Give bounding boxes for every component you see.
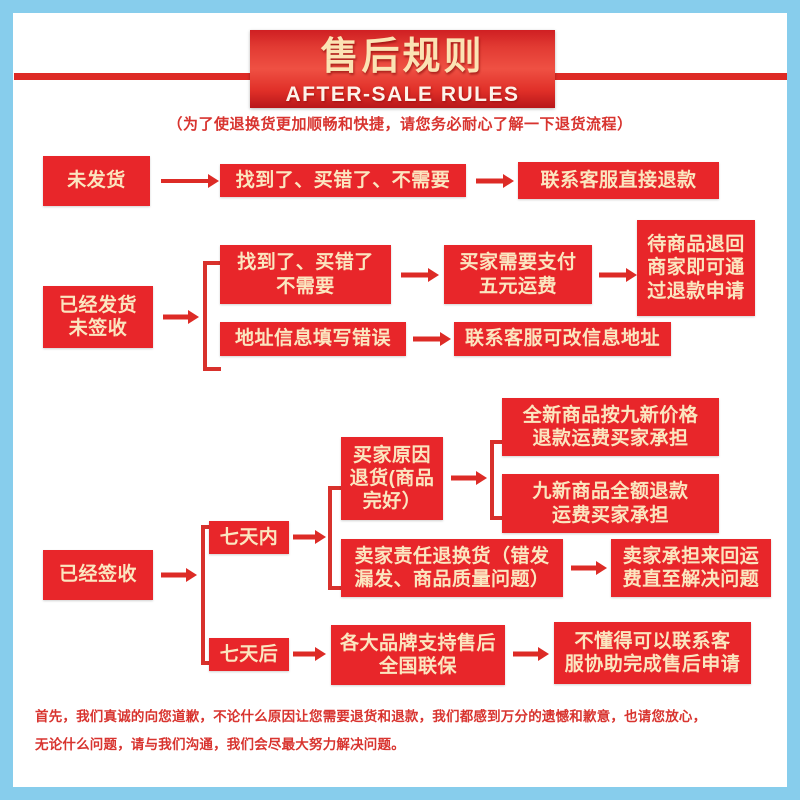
row3-seller-reason-label-1: 卖家责任退换货（错发 [354,545,550,567]
row3-brand-result-box: 不懂得可以联系客 服协助完成售后申请 [554,622,751,684]
row2-arrow-b [413,325,451,353]
row3-start-label: 已经签收 [58,564,137,586]
row2-start-label-2: 未签收 [68,318,128,339]
header-rule-left [14,73,264,80]
row2-arrow-a [401,261,439,289]
row1-step3-box: 联系客服直接退款 [518,162,719,199]
row3-results-bracket [490,440,504,520]
row3-seller-reason-label-2: 漏发、商品质量问题） [354,569,550,590]
row3-arrow-within7 [293,524,326,550]
row2-branch-a-next-label-1: 买家需要支付 [459,252,577,274]
page-title-cn: 售后规则 [320,36,485,78]
row3-result-new-label-2: 退款运费买家承担 [532,428,689,449]
row3-buyer-reason-label-2: 退货(商品 [349,467,435,489]
row2-branch-a-end-box: 待商品退回 商家即可通 过退款申请 [637,220,755,316]
page-canvas: 售后规则 AFTER-SALE RULES （为了使退换货更加顺畅和快捷，请您务… [13,13,787,787]
row3-arrow-buyer-reason [451,465,487,491]
row2-branch-a-end-label-2: 商家即可通 [647,257,745,279]
row3-arrow-seller [571,555,607,581]
row3-arrow-brand [513,641,549,667]
row3-brand-label-2: 全国联保 [378,656,457,677]
row3-buyer-reason-label-3: 完好） [362,491,422,513]
row2-arrow-main [163,302,199,332]
header-subnote: （为了使退换货更加顺畅和快捷，请您务必耐心了解一下退货流程） [167,116,633,133]
row3-within7-bracket [328,486,344,590]
row1-start-box: 未发货 [43,156,150,206]
row2-split-bracket [203,261,221,371]
row3-brand-label-1: 各大品牌支持售后 [339,632,496,654]
row2-branch-a-next-box: 买家需要支付 五元运费 [444,245,592,304]
row3-after7-label: 七天后 [219,643,279,665]
row2-branch-b-next-label: 联系客服可改信息地址 [464,328,660,350]
row3-result-new-label-1: 全新商品按九新价格 [522,404,699,426]
row2-branch-a-label-2: 不需要 [276,275,335,297]
row2-branch-b-box: 地址信息填写错误 [220,322,406,356]
row3-start-box: 已经签收 [43,550,153,600]
row2-branch-a-end-label-3: 过退款申请 [647,280,745,302]
row1-arrow-2 [476,166,514,196]
row1-start-label: 未发货 [67,170,126,192]
row3-seller-result-label-2: 费直至解决问题 [622,569,760,590]
row3-arrow-main [161,562,197,588]
row2-start-label-1: 已经发货 [58,294,137,316]
row3-result-new-box: 全新商品按九新价格 退款运费买家承担 [502,398,719,456]
row1-arrow-1 [161,166,219,196]
page-title-en: AFTER-SALE RULES [285,83,520,106]
row2-branch-b-label: 地址信息填写错误 [234,328,391,350]
row3-result-nine-label-2: 运费买家承担 [551,504,669,526]
row3-arrow-after7 [293,641,326,667]
row3-brand-box: 各大品牌支持售后 全国联保 [331,625,505,685]
footer-line-2: 无论什么问题，请与我们沟通，我们会尽最大努力解决问题。 [35,737,405,753]
row3-result-nine-box: 九新商品全额退款 运费买家承担 [502,474,719,533]
row2-start-box: 已经发货 未签收 [43,286,153,348]
footer-note: 首先，我们真诚的向您道歉，不论什么原因让您需要退货和退款，我们都感到万分的遗憾和… [35,703,775,760]
row3-brand-result-label-1: 不懂得可以联系客 [574,630,731,652]
row1-step2-label: 找到了、买错了、不需要 [235,169,451,191]
footer-line-1: 首先，我们真诚的向您道歉，不论什么原因让您需要退货和退款，我们都感到万分的遗憾和… [35,709,707,724]
row2-branch-a-box: 找到了、买错了 不需要 [220,245,391,304]
row3-buyer-reason-box: 买家原因 退货(商品 完好） [341,437,443,520]
row3-buyer-reason-label-1: 买家原因 [352,444,431,466]
title-banner: 售后规则 AFTER-SALE RULES [250,30,555,108]
row3-brand-result-label-2: 服协助完成售后申请 [564,654,741,675]
row2-branch-a-next-label-2: 五元运费 [478,275,557,297]
row3-result-nine-label-1: 九新商品全额退款 [532,481,689,503]
row1-step3-label: 联系客服直接退款 [540,169,697,191]
row3-within7-label: 七天内 [219,526,279,548]
row2-arrow-a2 [599,261,637,289]
row2-branch-b-next-box: 联系客服可改信息地址 [454,322,671,356]
row3-within7-box: 七天内 [209,521,289,554]
row3-seller-reason-box: 卖家责任退换货（错发 漏发、商品质量问题） [341,539,563,597]
header-rule-right [543,73,787,80]
row2-branch-a-end-label-1: 待商品退回 [647,234,745,256]
row3-seller-result-box: 卖家承担来回运 费直至解决问题 [611,539,771,597]
row1-step2-box: 找到了、买错了、不需要 [220,164,466,197]
row3-after7-box: 七天后 [209,638,289,671]
row3-seller-result-label-1: 卖家承担来回运 [622,545,760,567]
row2-branch-a-label-1: 找到了、买错了 [237,252,374,274]
